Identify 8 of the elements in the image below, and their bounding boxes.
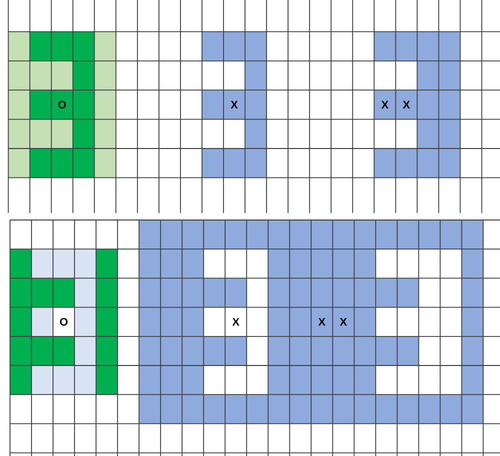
cell-label: X: [230, 100, 238, 108]
cell-label: O: [58, 100, 66, 109]
cell-label: X: [232, 318, 240, 326]
cell-label: X: [381, 100, 388, 108]
cell-label: X: [318, 318, 326, 326]
cell-label: X: [402, 100, 410, 108]
cell-label: X: [340, 318, 347, 326]
cell-label: O: [60, 318, 68, 326]
